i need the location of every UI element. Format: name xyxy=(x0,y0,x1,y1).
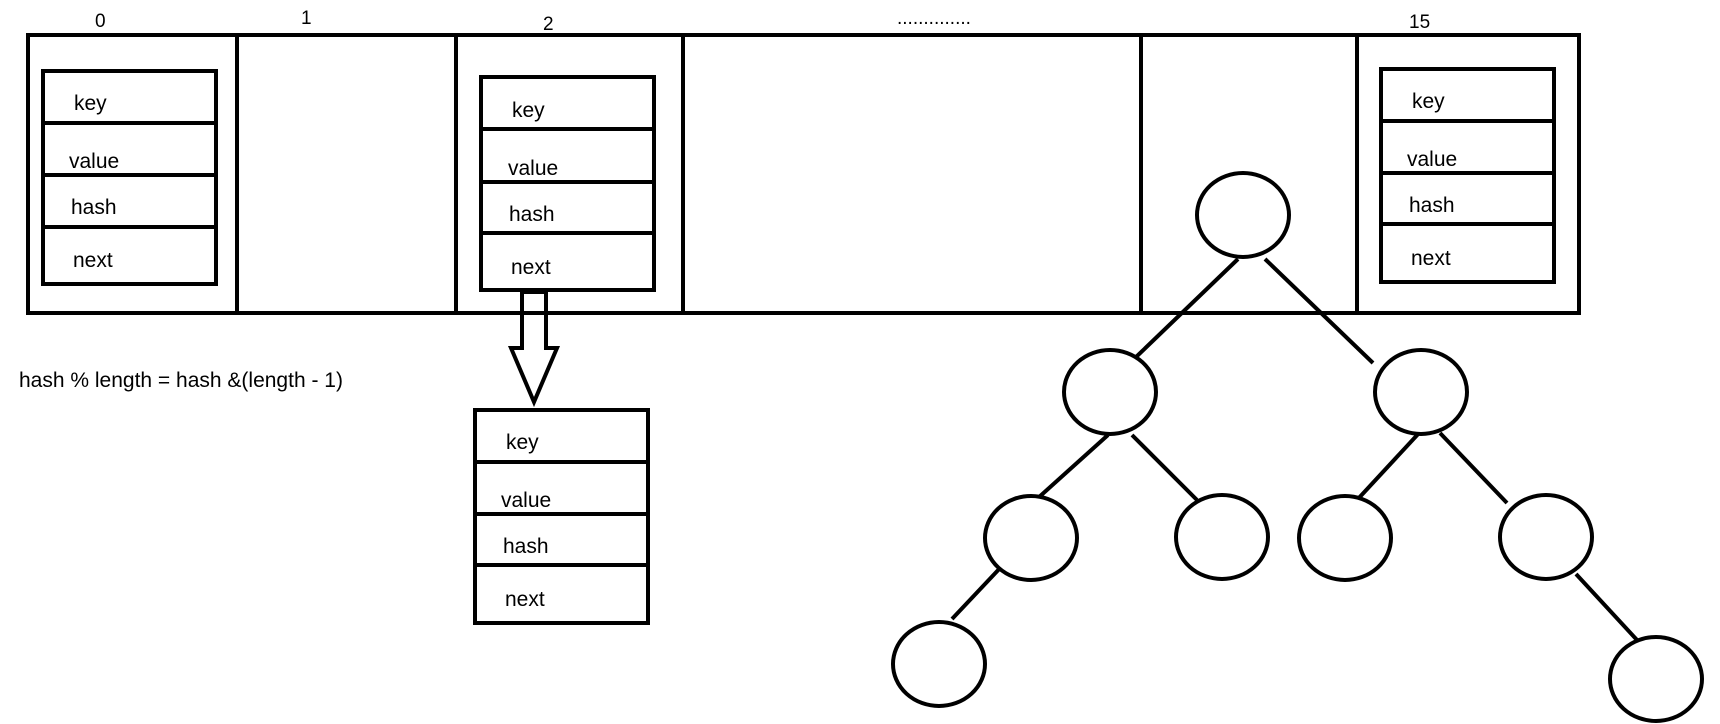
tree-edge xyxy=(1355,430,1422,502)
bucket-index-15: 15 xyxy=(1409,12,1430,33)
bucket-array xyxy=(26,33,1581,315)
entry-field-key: key xyxy=(74,92,107,115)
tree-node xyxy=(1174,493,1270,581)
entry-node-bucket-0: key value hash next xyxy=(41,69,218,286)
entry-field-key: key xyxy=(1412,90,1445,113)
entry-field-next: next xyxy=(73,249,113,272)
bucket-index-1: 1 xyxy=(301,8,312,29)
entry-node-bucket-15: key value hash next xyxy=(1379,67,1556,284)
tree-edge xyxy=(1574,572,1639,642)
tree-node xyxy=(983,494,1079,582)
entry-field-value: value xyxy=(69,150,119,173)
entry-node-frame xyxy=(1379,67,1556,284)
entry-field-key: key xyxy=(506,431,539,454)
entry-field-hash: hash xyxy=(503,535,549,558)
tree-node xyxy=(1062,348,1158,436)
entry-field-hash: hash xyxy=(509,203,555,226)
bucket-index-0: 0 xyxy=(95,11,106,32)
entry-field-next: next xyxy=(1411,247,1451,270)
entry-field-next: next xyxy=(511,256,551,279)
tree-edge xyxy=(1438,431,1509,505)
tree xyxy=(891,171,1704,723)
entry-field-key: key xyxy=(512,99,545,122)
entry-node-frame xyxy=(473,408,650,625)
tree-edge xyxy=(1130,433,1199,502)
entry-node-bucket-2: key value hash next xyxy=(479,75,656,292)
next-pointer-arrow xyxy=(507,290,561,408)
tree-edge xyxy=(950,564,1004,621)
tree-edge xyxy=(1263,257,1375,365)
bucket-index-ellipsis: .............. xyxy=(897,8,971,29)
tree-node xyxy=(1608,635,1704,723)
tree-node xyxy=(1373,348,1469,436)
entry-field-next: next xyxy=(505,588,545,611)
bucket-index-2: 2 xyxy=(543,14,554,35)
index-formula: hash % length = hash &(length - 1) xyxy=(19,369,343,392)
entry-field-value: value xyxy=(508,157,558,180)
tree-node xyxy=(1498,493,1594,581)
entry-field-value: value xyxy=(1407,148,1457,171)
tree-node xyxy=(891,620,987,708)
entry-node-frame xyxy=(41,69,218,286)
entry-field-hash: hash xyxy=(1409,194,1455,217)
entry-field-value: value xyxy=(501,489,551,512)
tree-node xyxy=(1297,494,1393,582)
tree-node-root xyxy=(1195,171,1291,259)
tree-edge xyxy=(1133,257,1240,360)
entry-field-hash: hash xyxy=(71,196,117,219)
bucket-array-frame xyxy=(26,33,1581,315)
entry-node-chained: key value hash next xyxy=(473,408,650,625)
tree-edge xyxy=(1036,433,1110,500)
